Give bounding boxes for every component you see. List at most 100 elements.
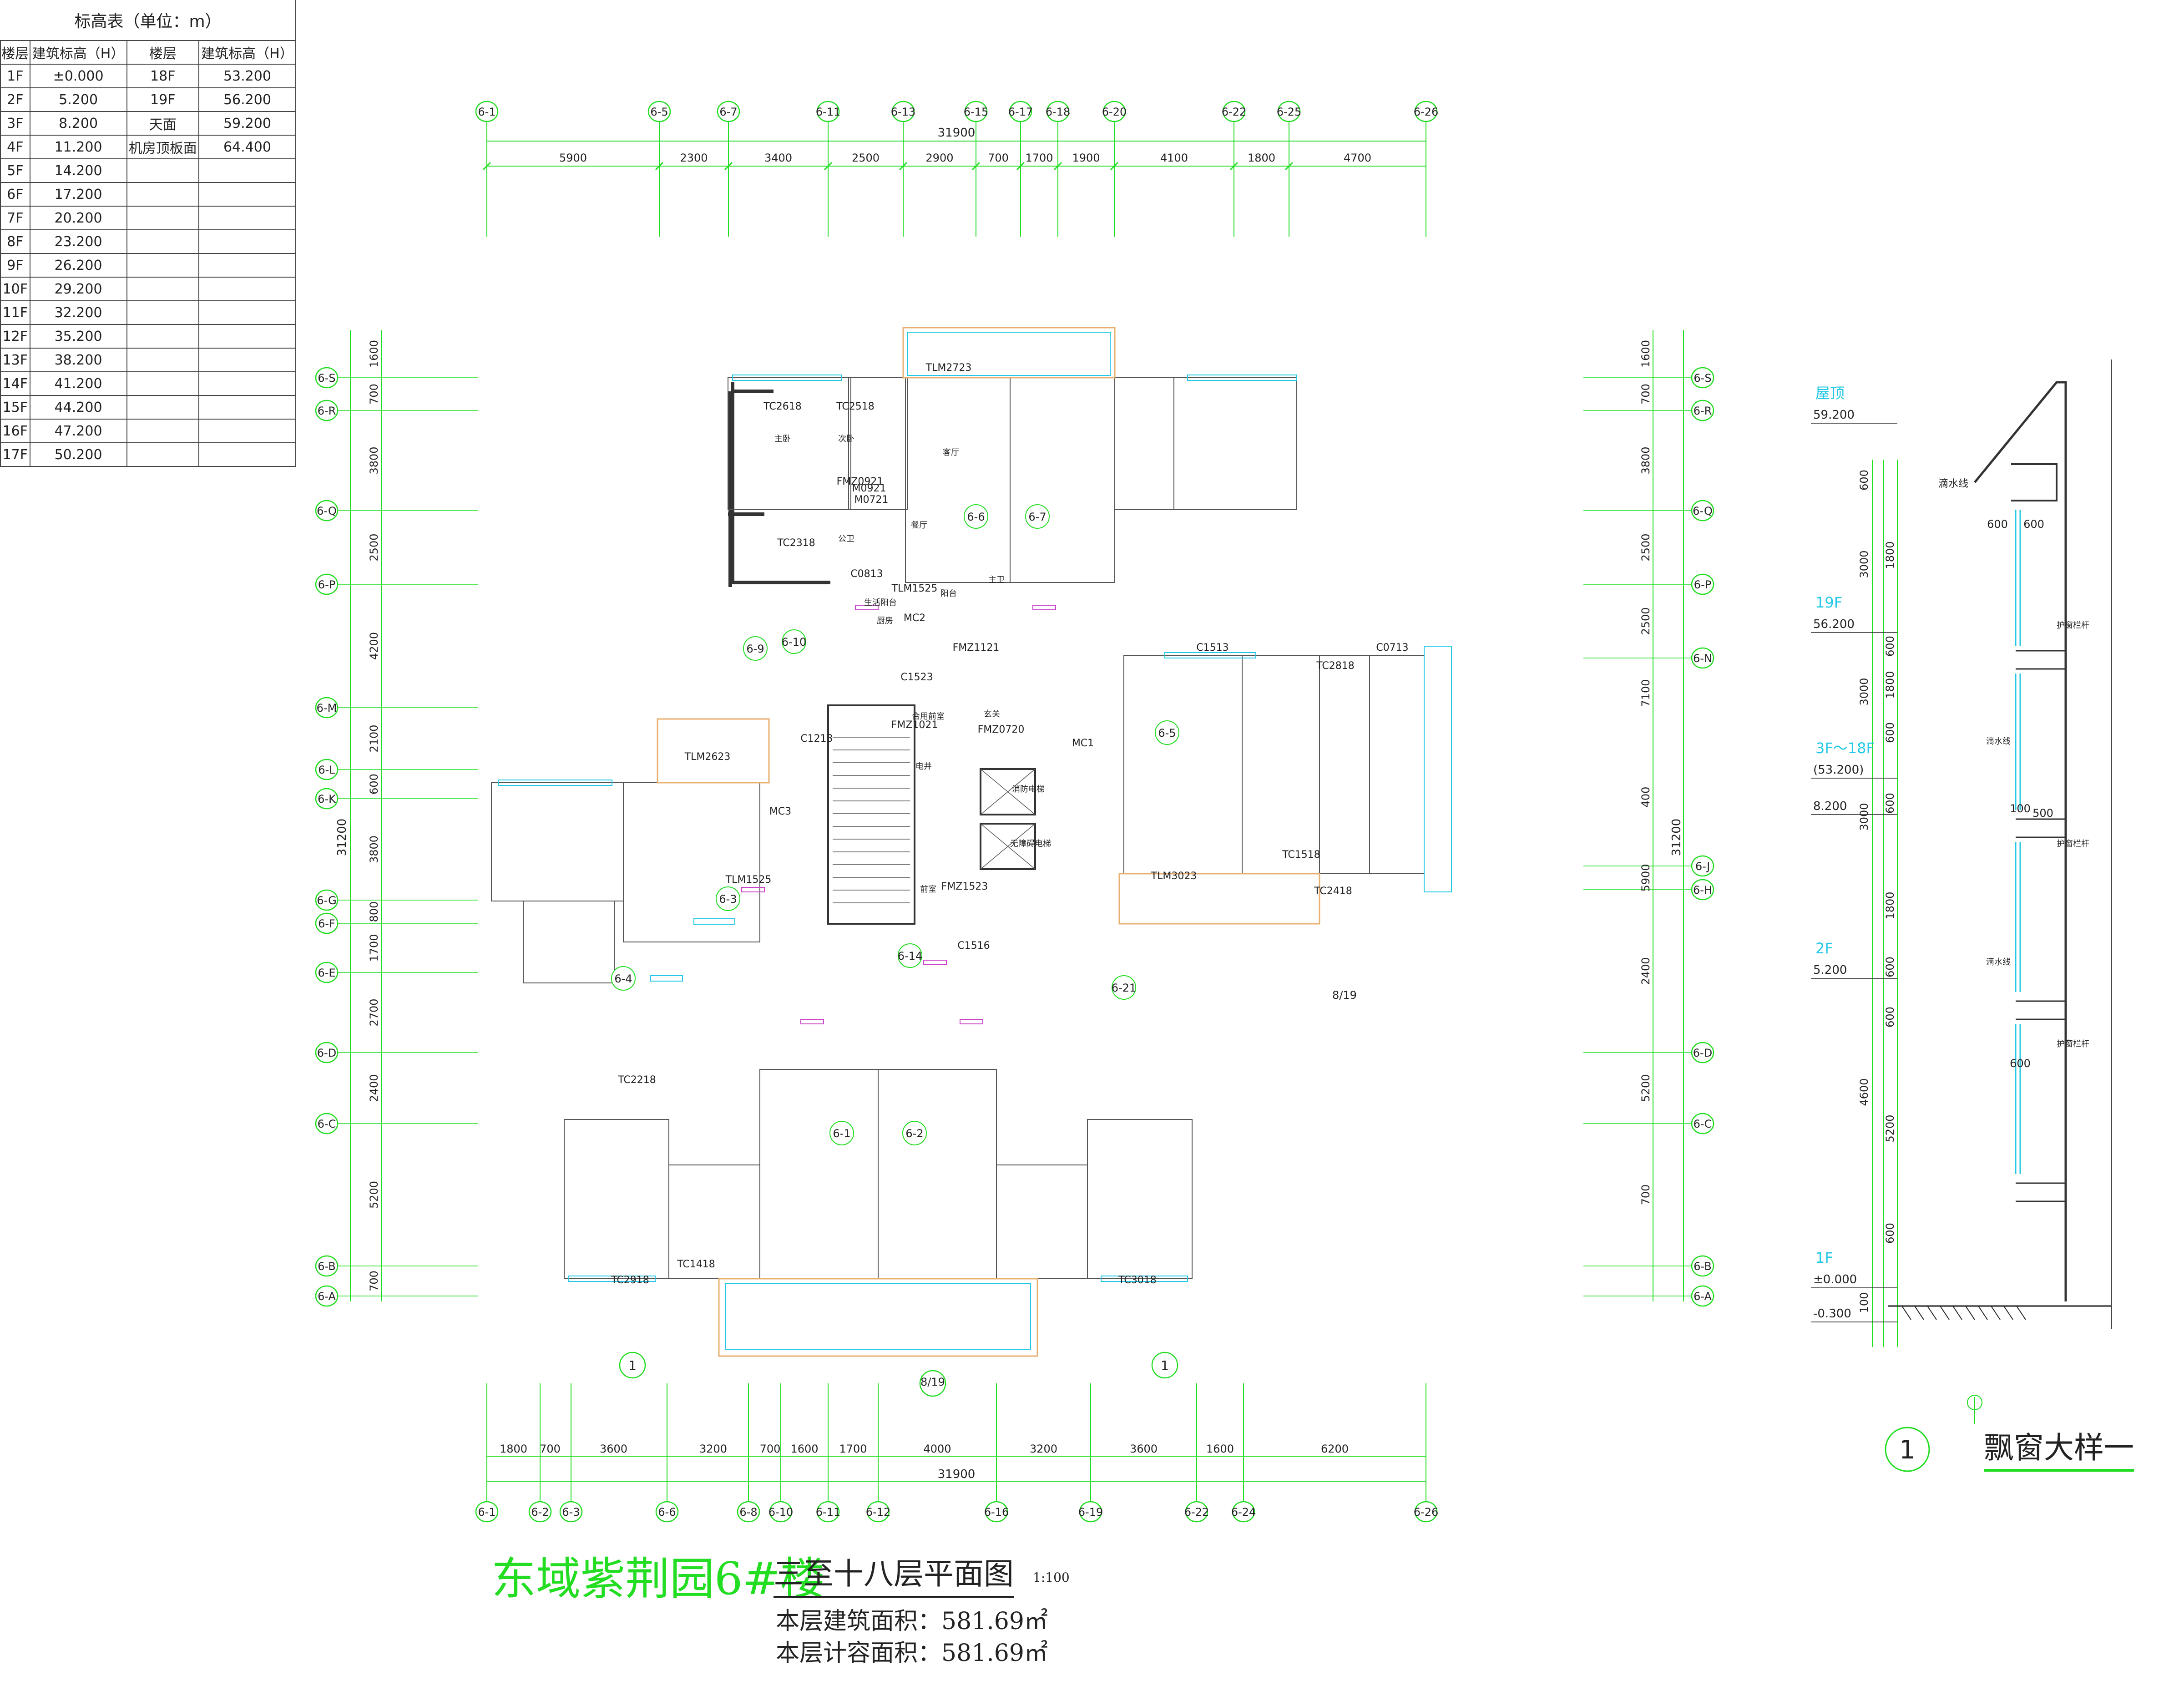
section-label: 1 <box>628 1358 637 1373</box>
room-label: 生活阳台 <box>864 598 897 608</box>
top-axis-label: 6-25 <box>1277 106 1301 118</box>
table-cell <box>198 348 297 372</box>
window-door-tag: C1513 <box>1196 642 1228 653</box>
section-marker <box>919 1370 946 1397</box>
dim-text: 700 <box>760 1443 781 1455</box>
detail-dim-text: 100 <box>1858 1292 1871 1313</box>
room-label: 客厅 <box>943 448 959 457</box>
detail-dim-text: 1800 <box>1884 671 1896 699</box>
table-cell: 5F <box>0 158 30 183</box>
table-cell: 38.200 <box>29 348 127 372</box>
dim-total: 31200 <box>1670 819 1684 856</box>
dim-text: 5900 <box>559 152 587 164</box>
top-axis-label: 6-17 <box>1008 106 1033 118</box>
window-door-tag: TC2818 <box>1316 660 1355 672</box>
table-cell: 14.200 <box>29 158 127 183</box>
unit-label: 6-1 <box>833 1127 850 1140</box>
dim-text: 2500 <box>852 152 880 164</box>
section-marker <box>619 1352 646 1379</box>
window-door-tag: TLM1525 <box>891 583 938 594</box>
ground-hatch <box>1978 1306 1988 1320</box>
table-cell: 20.200 <box>29 206 127 230</box>
room-outline <box>523 901 615 983</box>
unit-marker <box>902 1121 927 1145</box>
bottom-axis-label: 6-8 <box>739 1506 757 1519</box>
unit-label: 6-5 <box>1158 727 1176 739</box>
window-door-tag: FMZ0921 <box>837 476 884 487</box>
stair-core <box>827 704 915 925</box>
right-axis-label: 6-N <box>1693 652 1712 665</box>
room-outline <box>1010 377 1115 583</box>
table-cell <box>198 395 297 420</box>
detail-note: 护窗栏杆 <box>2057 839 2089 849</box>
table-header: 建筑标高（H） <box>198 40 297 65</box>
room-outline <box>905 377 1011 583</box>
room-outline <box>1114 377 1174 510</box>
bay-window <box>1424 646 1452 892</box>
section-marker <box>1151 1352 1178 1379</box>
room-outline <box>623 782 760 942</box>
volume-area: 本层计容面积：581.69㎡ <box>776 1640 1048 1667</box>
dim-text: 700 <box>368 1271 380 1291</box>
window-door-tag: TC2618 <box>763 401 802 412</box>
room-label: 厨房 <box>877 616 893 626</box>
detail-note: 滴水线 <box>1986 957 2011 967</box>
window-door-tag: TC1518 <box>1282 849 1320 861</box>
table-cell: 天面 <box>126 111 199 136</box>
table-cell: 26.200 <box>29 253 127 278</box>
room-label: 餐厅 <box>911 521 927 530</box>
table-cell <box>198 324 297 349</box>
window-door-tag: TLM2623 <box>684 751 731 763</box>
detail-dim-text: 5200 <box>1884 1114 1896 1142</box>
detail-title: 飘窗大样一 <box>1984 1423 2134 1472</box>
bottom-axis-label: 6-12 <box>866 1506 890 1519</box>
window-door-tag: TC2418 <box>1314 886 1352 897</box>
table-cell: 11.200 <box>29 135 127 159</box>
window-door-tag: TC2518 <box>836 401 875 412</box>
bottom-axis-label: 6-22 <box>1184 1506 1209 1519</box>
dim-text: 3800 <box>368 446 380 474</box>
window-door-tag: TC2918 <box>611 1275 649 1286</box>
unit-label: 6-2 <box>905 1127 923 1140</box>
dim-text: 3600 <box>600 1443 627 1455</box>
window-door-tag: TLM3023 <box>1151 871 1197 882</box>
window-door-tag: TC1418 <box>677 1259 715 1270</box>
dim-text: 1900 <box>1072 152 1100 164</box>
left-axis-label: 6-B <box>318 1260 336 1273</box>
dim-text: 4000 <box>923 1443 951 1455</box>
level-name: 1F <box>1815 1249 1833 1266</box>
elevation-table-title: 标高表（单位：m） <box>0 0 296 41</box>
table-cell <box>126 277 199 301</box>
unit-marker <box>743 636 768 661</box>
right-axis-label: 6-S <box>1694 372 1711 385</box>
dim-tick <box>724 162 733 171</box>
detail-dim-text: 3000 <box>1858 550 1871 578</box>
window-door-tag: MC1 <box>1072 738 1094 749</box>
table-cell: 59.200 <box>198 111 297 136</box>
room-label: 电井 <box>915 762 932 771</box>
dim-text: 2400 <box>368 1074 380 1102</box>
dim-text: 2100 <box>368 724 380 752</box>
unit-label: 6-4 <box>614 972 632 985</box>
top-axis-label: 6-13 <box>891 106 915 118</box>
detail-note: 护窗栏杆 <box>2057 621 2089 630</box>
dim-text: 2500 <box>1639 533 1652 561</box>
unit-marker <box>611 966 636 991</box>
table-header: 楼层 <box>0 40 30 65</box>
dim-text: 4100 <box>1160 152 1188 164</box>
left-axis-label: 6-L <box>318 764 335 776</box>
ground-hatch <box>1901 1306 1911 1320</box>
dim-tick <box>899 162 908 171</box>
left-axis-label: 6-G <box>317 894 336 907</box>
door-mark <box>741 887 765 892</box>
table-cell: 17F <box>0 442 30 467</box>
bottom-axis-label: 6-6 <box>658 1506 676 1519</box>
unit-label: 6-10 <box>782 636 806 648</box>
table-cell: 9F <box>0 253 30 278</box>
